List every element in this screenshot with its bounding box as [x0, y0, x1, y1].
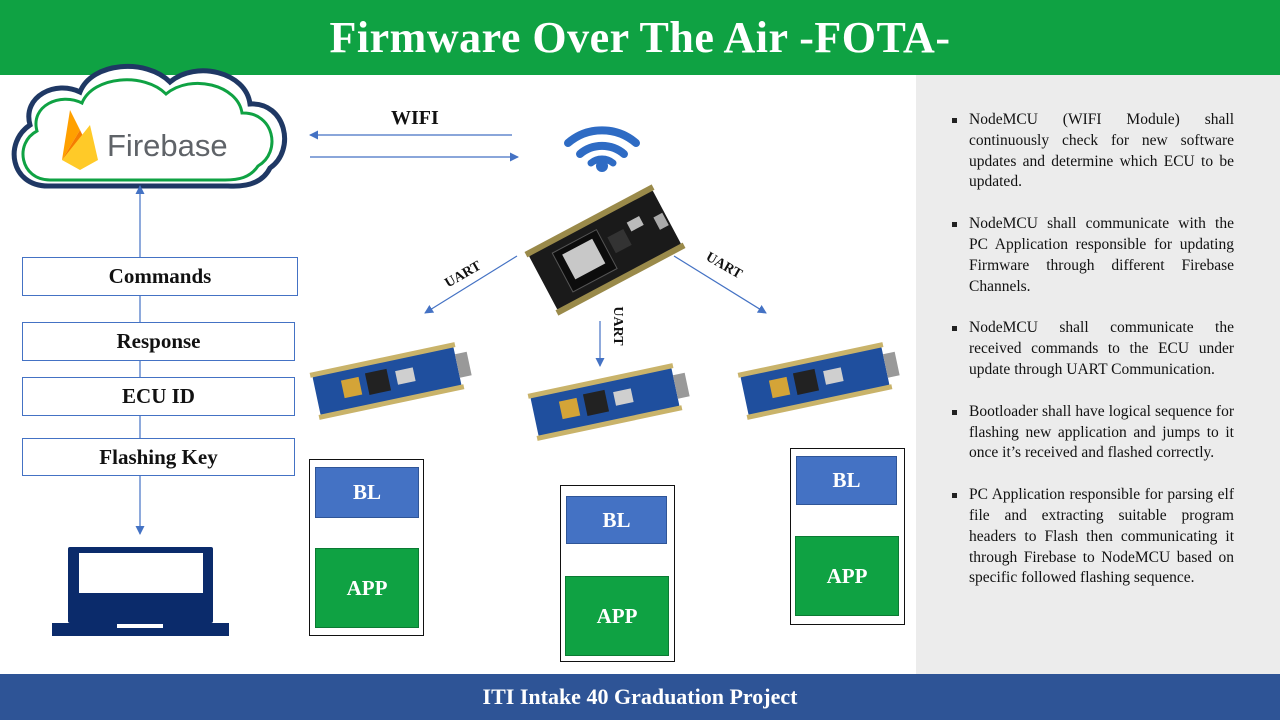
laptop-icon [52, 547, 229, 636]
bootloader-block: BL [796, 456, 897, 505]
bullet-square-icon [952, 409, 957, 415]
stm32-bluepill-board-image [737, 342, 900, 420]
application-block: APP [315, 548, 419, 628]
application-block: APP [565, 576, 669, 656]
stm32-bluepill-board-image [527, 363, 690, 441]
bootloader-block: BL [566, 496, 667, 544]
uart-label-left: UART [443, 258, 485, 291]
bullet-text: NodeMCU shall communicate the received c… [969, 319, 1234, 378]
bullet-text: Bootloader shall have logical sequence f… [969, 402, 1234, 462]
firebase-flame-icon [62, 110, 98, 170]
uart-arrow-right [673, 255, 767, 314]
list-item: NodeMCU shall communicate with the PC Ap… [952, 214, 1234, 297]
list-item: NodeMCU shall communicate the received c… [952, 318, 1234, 380]
description-list: NodeMCU (WIFI Module) shall continuously… [952, 110, 1234, 610]
bootloader-block: BL [315, 467, 419, 518]
description-panel [916, 75, 1280, 674]
ecu-memory-map-center: BL APP [560, 485, 675, 662]
uart-label-center: UART [610, 306, 625, 346]
commands-channel: Commands [22, 257, 298, 296]
bullet-text: NodeMCU shall communicate with the PC Ap… [969, 215, 1234, 295]
bullet-square-icon [952, 326, 957, 332]
firebase-cloud [11, 63, 288, 189]
bullet-text: PC Application responsible for parsing e… [969, 486, 1234, 587]
list-item: PC Application responsible for parsing e… [952, 485, 1234, 589]
stm32-bluepill-board-image [309, 342, 472, 420]
bullet-text: NodeMCU (WIFI Module) shall continuously… [969, 111, 1234, 191]
wifi-label: WIFI [391, 107, 439, 129]
response-channel: Response [22, 322, 295, 361]
bullet-square-icon [952, 222, 957, 228]
uart-arrow-left [424, 255, 518, 314]
firebase-label: Firebase [107, 128, 228, 163]
slide-title: Firmware Over The Air -FOTA- [0, 0, 1280, 75]
nodemcu-board-image [524, 184, 686, 316]
list-item: Bootloader shall have logical sequence f… [952, 402, 1234, 464]
ecu-id-channel: ECU ID [22, 377, 295, 416]
list-item: NodeMCU (WIFI Module) shall continuously… [952, 110, 1234, 193]
ecu-memory-map-right: BL APP [790, 448, 905, 625]
ecu-memory-map-left: BL APP [309, 459, 424, 636]
application-block: APP [795, 536, 899, 616]
bullet-square-icon [952, 118, 957, 123]
footer-banner: ITI Intake 40 Graduation Project [0, 674, 1280, 720]
wifi-signal-icon [564, 126, 640, 172]
bullet-square-icon [952, 493, 957, 499]
flashing-key-channel: Flashing Key [22, 438, 295, 476]
